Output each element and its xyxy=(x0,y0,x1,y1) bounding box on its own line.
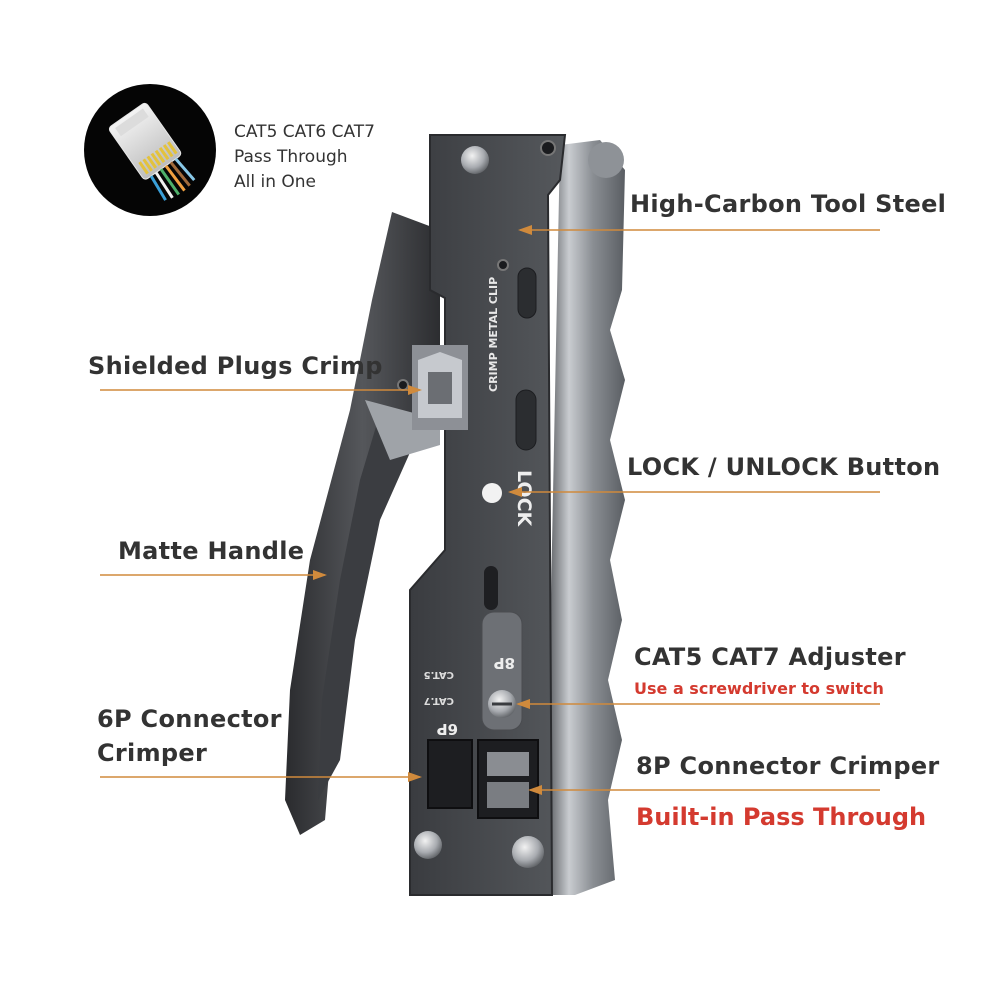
tool-body-side xyxy=(545,140,625,895)
label-8p-connector-crimper: 8P Connector Crimper xyxy=(636,752,940,780)
cat7-engraving: CAT.7 xyxy=(424,695,454,706)
callout-leaders xyxy=(100,225,880,795)
label-shielded-plugs-crimp: Shielded Plugs Crimp xyxy=(88,352,383,380)
label-matte-handle: Matte Handle xyxy=(118,537,305,565)
p8-engraving: 8P xyxy=(494,654,515,672)
label-built-in-pass-through: Built-in Pass Through xyxy=(636,803,927,831)
cat5-engraving: CAT.5 xyxy=(424,669,454,680)
lock-engraving: LOCK xyxy=(513,470,535,528)
bolt-top-left-icon xyxy=(461,146,489,174)
inset-line-2: Pass Through xyxy=(234,147,348,167)
inset-caption: CAT5 CAT6 CAT7 Pass Through All in One xyxy=(234,120,375,195)
inset-plug-image xyxy=(84,84,216,216)
lock-button-icon xyxy=(482,483,502,503)
label-lock-unlock-button: LOCK / UNLOCK Button xyxy=(627,453,941,481)
crimp-metal-clip-engraving: CRIMP METAL CLIP xyxy=(487,277,500,392)
label-adjuster-sub: Use a screwdriver to switch xyxy=(634,679,884,698)
p6-engraving: 6P xyxy=(437,720,458,738)
label-cat-adjuster: CAT5 CAT7 Adjuster xyxy=(634,643,906,671)
label-high-carbon-steel: High-Carbon Tool Steel xyxy=(630,190,947,218)
inset-line-1: CAT5 CAT6 CAT7 xyxy=(234,122,375,142)
label-6p-line2: Crimper xyxy=(97,739,208,767)
inset-line-3: All in One xyxy=(234,172,316,192)
label-6p-line1: 6P Connector xyxy=(97,705,282,733)
